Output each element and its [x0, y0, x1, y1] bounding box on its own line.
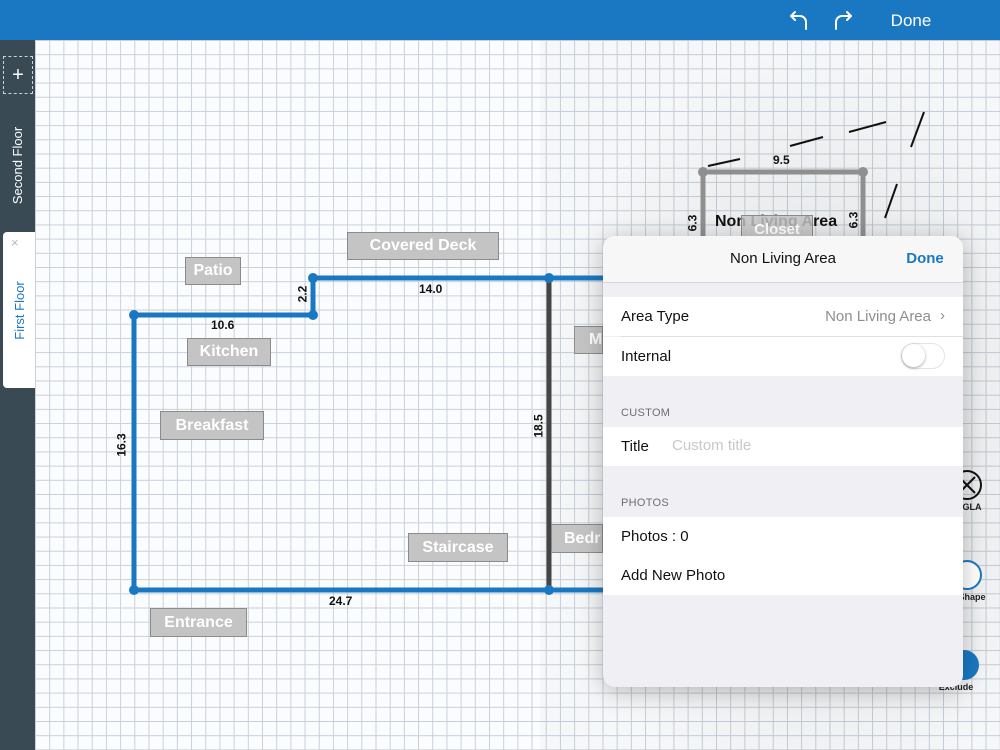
room-label-patio[interactable]: Patio [185, 257, 241, 285]
wall-vertex[interactable] [544, 273, 554, 283]
rotation-guide-line [848, 121, 887, 133]
toolbar-done-button[interactable]: Done [890, 11, 932, 30]
room-label-entrance[interactable]: Entrance [150, 608, 247, 637]
add-new-photo-label: Add New Photo [621, 567, 726, 584]
tool-shape-label: Shape [958, 592, 986, 602]
wall-vertex[interactable] [129, 310, 139, 320]
internal-label: Internal [621, 348, 672, 365]
custom-title-input[interactable] [670, 436, 934, 455]
rotation-guide-line [884, 183, 898, 219]
room-label-staircase[interactable]: Staircase [408, 533, 508, 562]
custom-title-label: Title [621, 438, 649, 455]
popover-header: Non Living Area Done [603, 236, 963, 283]
dimension-top-middle[interactable]: 14.0 [419, 282, 443, 296]
add-new-photo-row[interactable]: Add New Photo [603, 556, 963, 595]
room-label-breakfast[interactable]: Breakfast [160, 411, 264, 440]
nla-vertex[interactable] [698, 167, 708, 177]
popover-done-button[interactable]: Done [906, 250, 944, 267]
room-label-covered-deck[interactable]: Covered Deck [347, 232, 499, 260]
tab-first-floor[interactable]: First Floor [3, 232, 35, 388]
undo-arrow-icon[interactable] [786, 6, 812, 34]
toggle-knob [902, 344, 925, 367]
dimension-bottom[interactable]: 24.7 [329, 594, 353, 608]
popover-title: Non Living Area [730, 250, 836, 267]
room-label-closet[interactable]: Closet [741, 215, 813, 237]
dimension-nla-right[interactable]: 6.3 [846, 211, 861, 229]
photos-count-row: Photos : 0 [603, 517, 963, 556]
dimension-top-step[interactable]: 2.2 [295, 285, 310, 303]
top-toolbar: Done [0, 0, 1000, 40]
rotation-guide-line [707, 158, 741, 167]
floor-sidebar [0, 40, 35, 750]
wall-vertex[interactable] [129, 585, 139, 595]
room-label-kitchen[interactable]: Kitchen [187, 338, 271, 366]
area-type-row[interactable]: Area Type Non Living Area › [603, 297, 963, 336]
rotation-guide-line [789, 136, 824, 147]
row-divider [621, 336, 963, 337]
room-label-bedroom[interactable]: Bedr [551, 524, 603, 553]
dimension-left[interactable]: 16.3 [114, 433, 129, 457]
tool-exclude-label: Exclude [938, 682, 974, 692]
dimension-nla-left[interactable]: 6.3 [685, 214, 700, 232]
add-floor-button[interactable]: + [3, 56, 33, 94]
photos-section-header: PHOTOS [621, 497, 670, 509]
custom-section-header: CUSTOM [621, 407, 671, 419]
internal-row: Internal [603, 337, 963, 376]
redo-arrow-icon[interactable] [830, 6, 856, 34]
dimension-nla-top[interactable]: 9.5 [773, 153, 790, 167]
dimension-middle-wall[interactable]: 18.5 [531, 414, 546, 438]
wall-vertex[interactable] [308, 310, 318, 320]
wall-vertex[interactable] [308, 273, 318, 283]
tool-gla-label: GLA [962, 502, 982, 512]
non-living-area-popover: Non Living Area Done Area Type Non Livin… [603, 236, 963, 687]
photos-count-label: Photos : 0 [621, 528, 689, 545]
close-floor-icon[interactable]: × [11, 235, 19, 250]
wall-vertex[interactable] [544, 585, 554, 595]
rotation-guide-line [910, 111, 925, 148]
dimension-top-left[interactable]: 10.6 [211, 318, 235, 332]
custom-title-row[interactable]: Title [603, 427, 963, 466]
area-type-label: Area Type [621, 308, 690, 325]
area-type-value: Non Living Area [825, 308, 931, 325]
internal-toggle[interactable] [901, 343, 945, 369]
nla-vertex[interactable] [858, 167, 868, 177]
room-label-master[interactable]: M [574, 326, 603, 354]
chevron-right-icon: › [940, 307, 945, 324]
